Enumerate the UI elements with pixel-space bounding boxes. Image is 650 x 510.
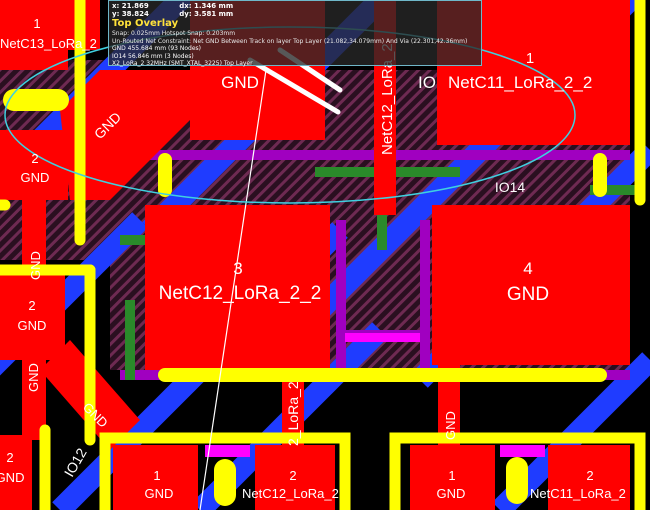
net-label: GND bbox=[221, 73, 259, 92]
component-info: X2_LoRa_2 32MHz (SMT_XTAL_3225) Top Laye… bbox=[112, 60, 253, 67]
pad-number-label: 3 bbox=[233, 259, 242, 278]
pad-2-far-left[interactable] bbox=[0, 435, 32, 510]
violation-info: Un-Routed Net Constraint: Net GND Betwee… bbox=[112, 37, 468, 45]
net-label: GND bbox=[26, 363, 41, 392]
x-value: 21.869 bbox=[121, 2, 149, 10]
coordinate-readout-y: y: 38.824 dy: 3.581 mm bbox=[112, 10, 234, 18]
net-label: NetC11_LoRa_2_2 bbox=[448, 73, 592, 92]
net-label: GND bbox=[443, 411, 458, 440]
pad-2-mid-left[interactable] bbox=[0, 275, 65, 360]
net-info-gnd: GND 455.684 mm (93 Nodes) bbox=[112, 45, 201, 52]
pad-1-top-left[interactable] bbox=[0, 0, 68, 70]
pad-2-bottom-b[interactable] bbox=[548, 445, 630, 510]
net-info-io14: IO14 56.846 mm (3 Nodes) bbox=[112, 52, 194, 60]
net-label: GND bbox=[0, 470, 24, 485]
track-gnd-diagonal[interactable] bbox=[60, 70, 200, 200]
net-label: IO bbox=[418, 73, 436, 92]
y-value: 38.824 bbox=[121, 10, 149, 18]
net-label: GND bbox=[28, 251, 43, 280]
pad-number-label: 2 bbox=[28, 298, 35, 313]
pad-number-label: 2 bbox=[586, 468, 593, 483]
net-label: NetC13_LoRa_2 bbox=[0, 36, 97, 51]
pad-number-label: 2 bbox=[6, 450, 13, 465]
heads-up-display: x: 21.869 dx: 1.346 mm y: 38.824 dy: 3.5… bbox=[108, 0, 482, 67]
net-label: GND bbox=[437, 486, 466, 501]
net-label: NetC12_LoRa_2 bbox=[242, 486, 339, 501]
pad-1-bottom-a[interactable] bbox=[113, 445, 198, 510]
net-label: IO14 bbox=[495, 179, 526, 195]
pad-number-label: 1 bbox=[448, 468, 455, 483]
pad-4[interactable] bbox=[432, 205, 630, 365]
dy-value: 3.581 mm bbox=[194, 10, 234, 18]
mask-openings bbox=[205, 333, 545, 457]
snap-info: Snap: 0.025mm Hotspot Snap: 0.203mm bbox=[112, 30, 236, 37]
pad-number-label: 1 bbox=[33, 16, 40, 31]
pad-2-bottom-a[interactable] bbox=[255, 445, 335, 510]
pad-number-label: 4 bbox=[523, 259, 532, 278]
net-label: NetC12_LoRa_2_2 bbox=[159, 283, 322, 304]
net-label: GND bbox=[507, 284, 549, 305]
net-label: GND bbox=[18, 318, 47, 333]
net-label: GND bbox=[145, 486, 174, 501]
pad-number-label: 2 bbox=[31, 151, 38, 166]
top-layer-copper bbox=[0, 0, 630, 510]
pad-1-bottom-b[interactable] bbox=[410, 445, 495, 510]
pad-number-label: 1 bbox=[526, 50, 534, 67]
current-layer: Top Overlay bbox=[112, 18, 179, 29]
pad-number-label: 1 bbox=[153, 468, 160, 483]
pad-3[interactable] bbox=[145, 205, 330, 370]
net-label: GND bbox=[21, 170, 50, 185]
net-label: 2_LoRa_2 bbox=[285, 381, 301, 446]
dx-value: 1.346 mm bbox=[193, 2, 234, 10]
net-label: NetC11_LoRa_2 bbox=[530, 486, 626, 501]
coordinate-readout-x: x: 21.869 dx: 1.346 mm bbox=[112, 2, 234, 10]
pad-number-label: 2 bbox=[289, 468, 296, 483]
net-label: NetC12_LoRa_2 bbox=[379, 43, 396, 155]
